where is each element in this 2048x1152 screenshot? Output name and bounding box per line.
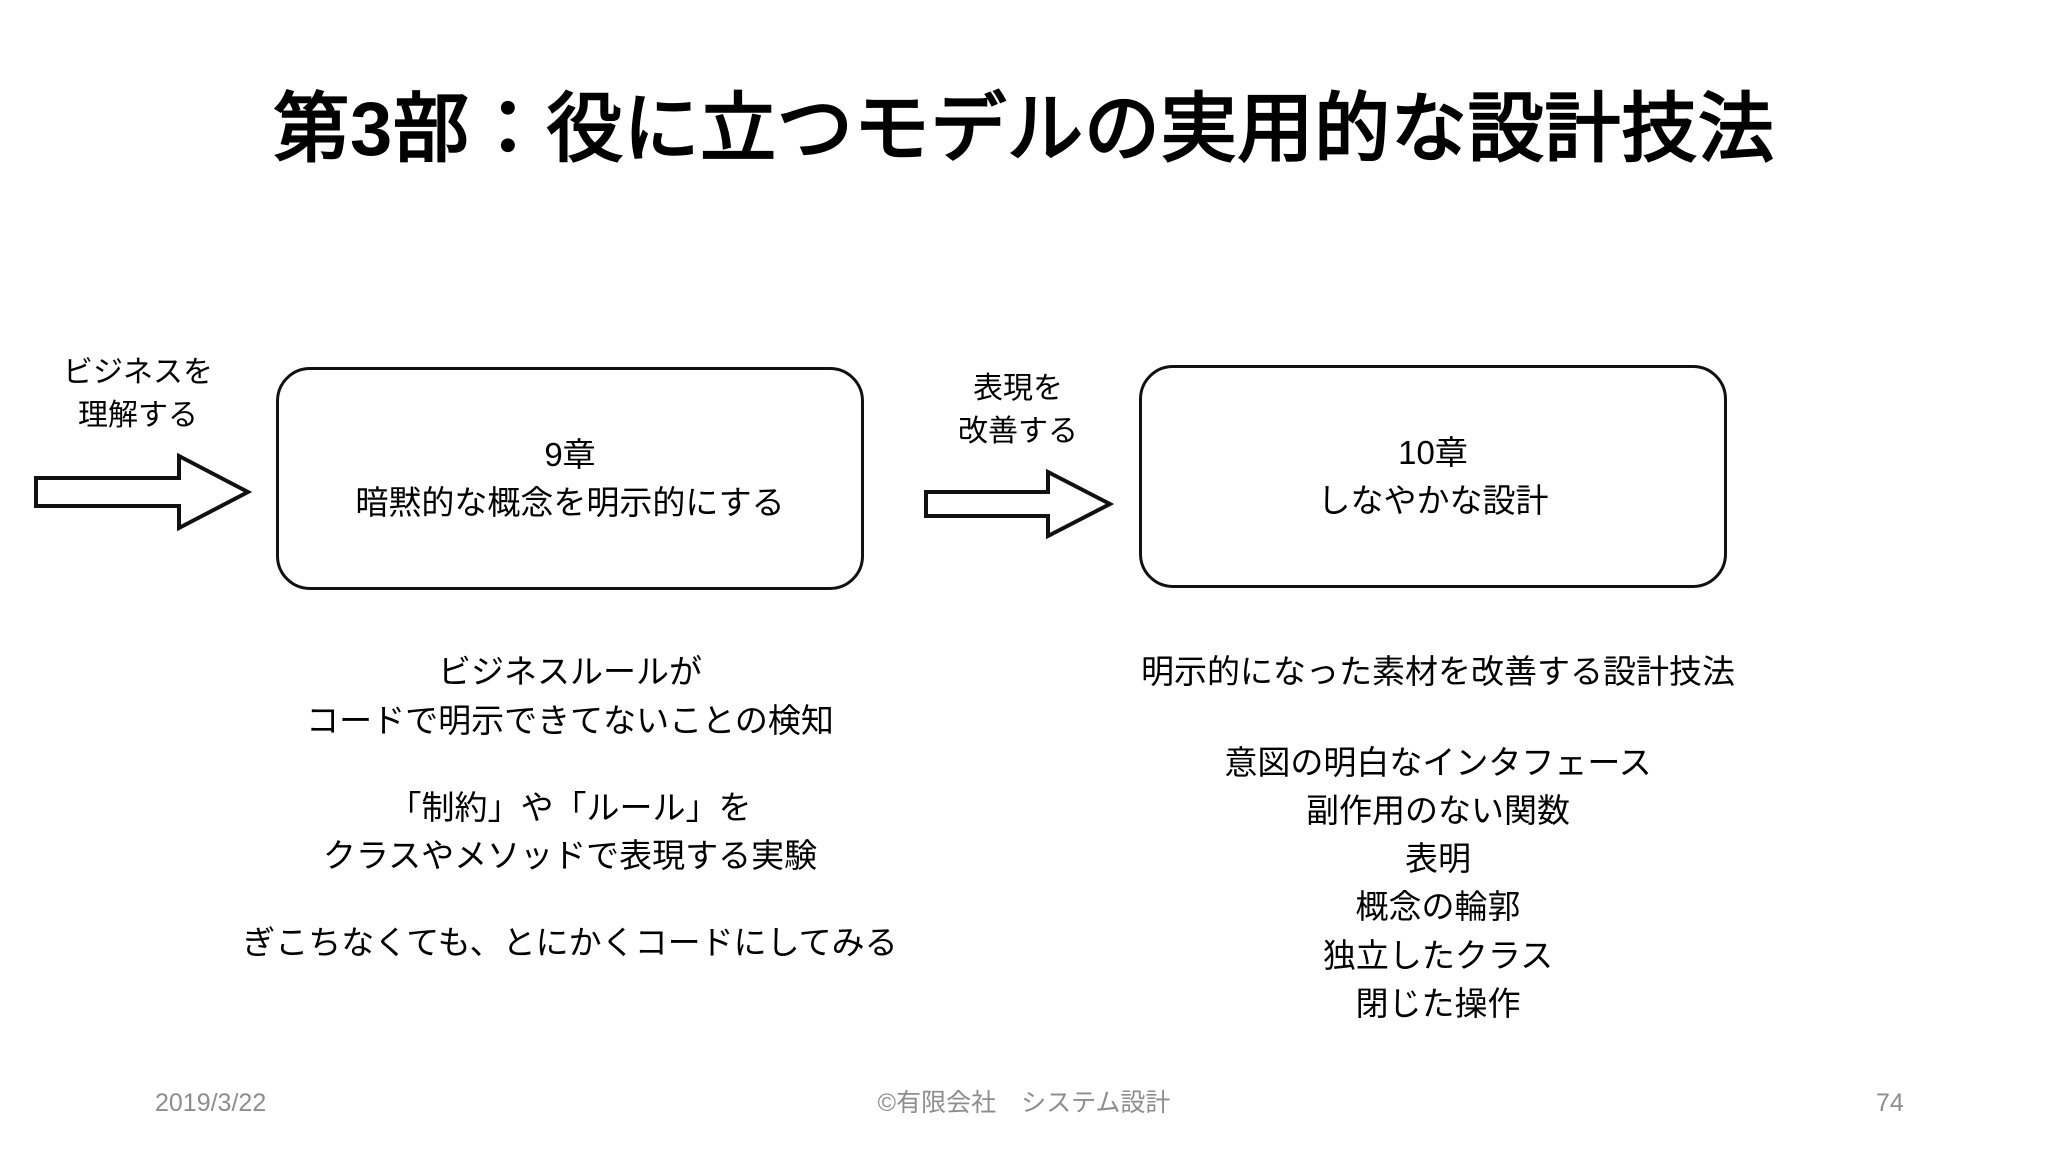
footer-page-number: 74 (1876, 1089, 1904, 1117)
page-title: 第3部：役に立つモデルの実用的な設計技法 (273, 87, 1775, 172)
right-block-arrow-icon-left (34, 452, 252, 532)
list-item: 閉じた操作 (1355, 984, 1521, 1022)
list-item: 概念の輪郭 (1355, 888, 1521, 926)
chapter-box-10[interactable]: 10章 しなやかな設計 (1139, 365, 1727, 588)
left-paragraph-3: ぎこちなくても、とにかくコードにしてみる (242, 924, 898, 962)
design-technique-list: 意図の明白なインタフェース 副作用のない関数 表明 概念の輪郭 独立したクラス … (1028, 739, 1848, 1028)
right-column: 明示的になった素材を改善する設計技法 意図の明白なインタフェース 副作用のない関… (1028, 648, 1848, 1028)
chapter-box-10-text: 10章 しなやかな設計 (1317, 433, 1549, 519)
right-column-heading: 明示的になった素材を改善する設計技法 (1141, 653, 1735, 690)
chapter-box-9-text: 9章 暗黙的な概念を明示的にする (355, 435, 785, 521)
list-item: 副作用のない関数 (1306, 792, 1570, 829)
footer-date: 2019/3/22 (155, 1089, 267, 1117)
connector-label-middle: 表現を 改善する (958, 372, 1078, 448)
right-block-arrow-icon-middle (924, 468, 1114, 540)
list-item: 意図の明白なインタフェース (1224, 743, 1652, 781)
list-item: 表明 (1405, 840, 1471, 878)
connector-label-left: ビジネスを 理解する (63, 356, 213, 432)
left-paragraph-2: 「制約」や「ルール」を クラスやメソッドで表現する実験 (322, 788, 818, 875)
left-column: ビジネスルールが コードで明示できてないことの検知 「制約」や「ルール」を クラ… (150, 648, 990, 968)
footer-copyright: ©有限会社 システム設計 (877, 1089, 1171, 1117)
chapter-box-9[interactable]: 9章 暗黙的な概念を明示的にする (276, 367, 864, 590)
list-item: 独立したクラス (1322, 936, 1554, 974)
left-paragraph-1: ビジネスルールが コードで明示できてないことの検知 (306, 653, 834, 739)
